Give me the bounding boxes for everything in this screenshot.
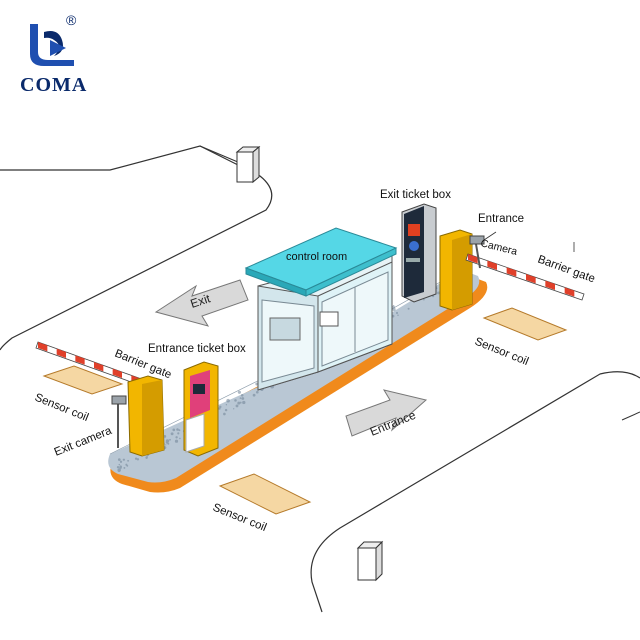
barrier-stripe — [38, 342, 48, 352]
terrazzo-speckle — [117, 468, 121, 472]
terrazzo-speckle — [255, 390, 259, 394]
terrazzo-speckle — [239, 397, 242, 399]
terrazzo-speckle — [240, 394, 244, 397]
brand-name: COMA — [20, 74, 88, 96]
terrazzo-speckle — [175, 436, 178, 439]
terrazzo-speckle — [146, 455, 148, 458]
barrier-stripe — [506, 267, 517, 277]
bollard-bottom — [356, 540, 384, 582]
terrazzo-speckle — [392, 307, 396, 312]
registered-mark: ® — [66, 12, 77, 28]
barrier-stripe — [545, 280, 555, 290]
terrazzo-speckle — [176, 428, 179, 431]
terrazzo-speckle — [224, 408, 228, 412]
label-exit: Exit — [189, 291, 213, 311]
barrier-stripe — [564, 287, 575, 297]
road-curb-bottom-inner — [621, 411, 640, 421]
road-curb-top — [0, 145, 273, 351]
terrazzo-speckle — [233, 408, 235, 410]
terrazzo-speckle — [118, 463, 121, 466]
terrazzo-speckle — [437, 291, 440, 295]
label-exit-camera: Exit camera — [53, 425, 114, 459]
terrazzo-speckle — [119, 460, 123, 463]
terrazzo-speckle — [252, 393, 256, 397]
terrazzo-speckle — [174, 439, 179, 443]
exit-camera — [111, 395, 127, 448]
terrazzo-speckle — [123, 466, 126, 469]
terrazzo-speckle — [234, 399, 237, 402]
sensor-coil-left — [42, 365, 124, 395]
bollard-top — [235, 145, 261, 184]
terrazzo-speckle — [165, 444, 167, 446]
sensor-coil-right — [482, 307, 568, 341]
barrier-stripe — [526, 274, 536, 284]
exit-ticket-box — [401, 203, 437, 303]
barrier-stripe — [56, 348, 66, 358]
terrazzo-speckle — [395, 311, 399, 315]
exit-arrow — [154, 279, 249, 327]
entrance-arrow — [345, 389, 428, 437]
barrier-stripe — [487, 260, 497, 270]
label-entrance-camera-2: Camera — [479, 237, 518, 258]
terrazzo-speckle — [134, 457, 138, 460]
road-curb-bottom — [310, 371, 640, 613]
terrazzo-speckle — [235, 404, 239, 408]
terrazzo-speckle — [237, 401, 241, 405]
barrier-stripe — [468, 254, 478, 264]
label-sensor-coil-right: Sensor coil — [473, 336, 530, 368]
barrier-stripe — [75, 355, 85, 365]
entrance-ticket-box — [183, 361, 219, 457]
terrazzo-speckle — [218, 407, 221, 410]
control-room-roof — [244, 227, 398, 297]
terrazzo-speckle — [237, 390, 241, 394]
label-entrance-camera-1: Entrance — [478, 213, 524, 225]
barrier-stripe — [112, 368, 122, 378]
terrazzo-speckle — [241, 397, 245, 400]
terrazzo-speckle — [178, 429, 181, 432]
terrazzo-speckle — [423, 298, 425, 301]
terrazzo-speckle — [117, 458, 121, 461]
terrazzo-speckle — [223, 412, 226, 416]
terrazzo-speckle — [397, 314, 399, 317]
terrazzo-speckle — [407, 307, 410, 310]
terrazzo-speckle — [392, 305, 395, 307]
terrazzo-speckle — [119, 465, 122, 468]
terrazzo-speckle — [169, 438, 171, 441]
label-sensor-coil-left: Sensor coil — [33, 392, 90, 424]
label-control-room: control room — [286, 251, 347, 263]
terrazzo-speckle — [165, 441, 169, 444]
terrazzo-speckle — [239, 401, 242, 404]
sensor-coil-bottom — [218, 473, 312, 515]
barrier-gate-left — [127, 375, 165, 457]
label-sensor-coil-bottom: Sensor coil — [211, 502, 268, 534]
terrazzo-speckle — [172, 428, 176, 432]
terrazzo-speckle — [226, 398, 230, 403]
terrazzo-speckle — [127, 459, 130, 462]
coma-logo: ® — [14, 10, 104, 100]
terrazzo-speckle — [177, 432, 180, 435]
coma-logo-icon — [30, 24, 74, 66]
terrazzo-speckle — [170, 432, 174, 436]
barrier-arm-right — [465, 253, 585, 301]
barrier-gate-right — [439, 229, 473, 311]
terrazzo-speckle — [179, 437, 181, 440]
label-exit-ticket-box: Exit ticket box — [380, 189, 451, 201]
terrazzo-speckle — [136, 458, 140, 461]
entrance-camera-leader — [483, 231, 497, 241]
terrazzo-speckle — [116, 466, 120, 469]
label-entrance-ticket-box: Entrance ticket box — [148, 343, 246, 355]
terrazzo-speckle — [225, 404, 228, 406]
terrazzo-speckle — [242, 400, 246, 405]
terrazzo-speckle — [122, 459, 124, 461]
terrazzo-speckle — [392, 305, 395, 309]
barrier-stripe — [94, 362, 104, 372]
terrazzo-speckle — [126, 464, 129, 467]
